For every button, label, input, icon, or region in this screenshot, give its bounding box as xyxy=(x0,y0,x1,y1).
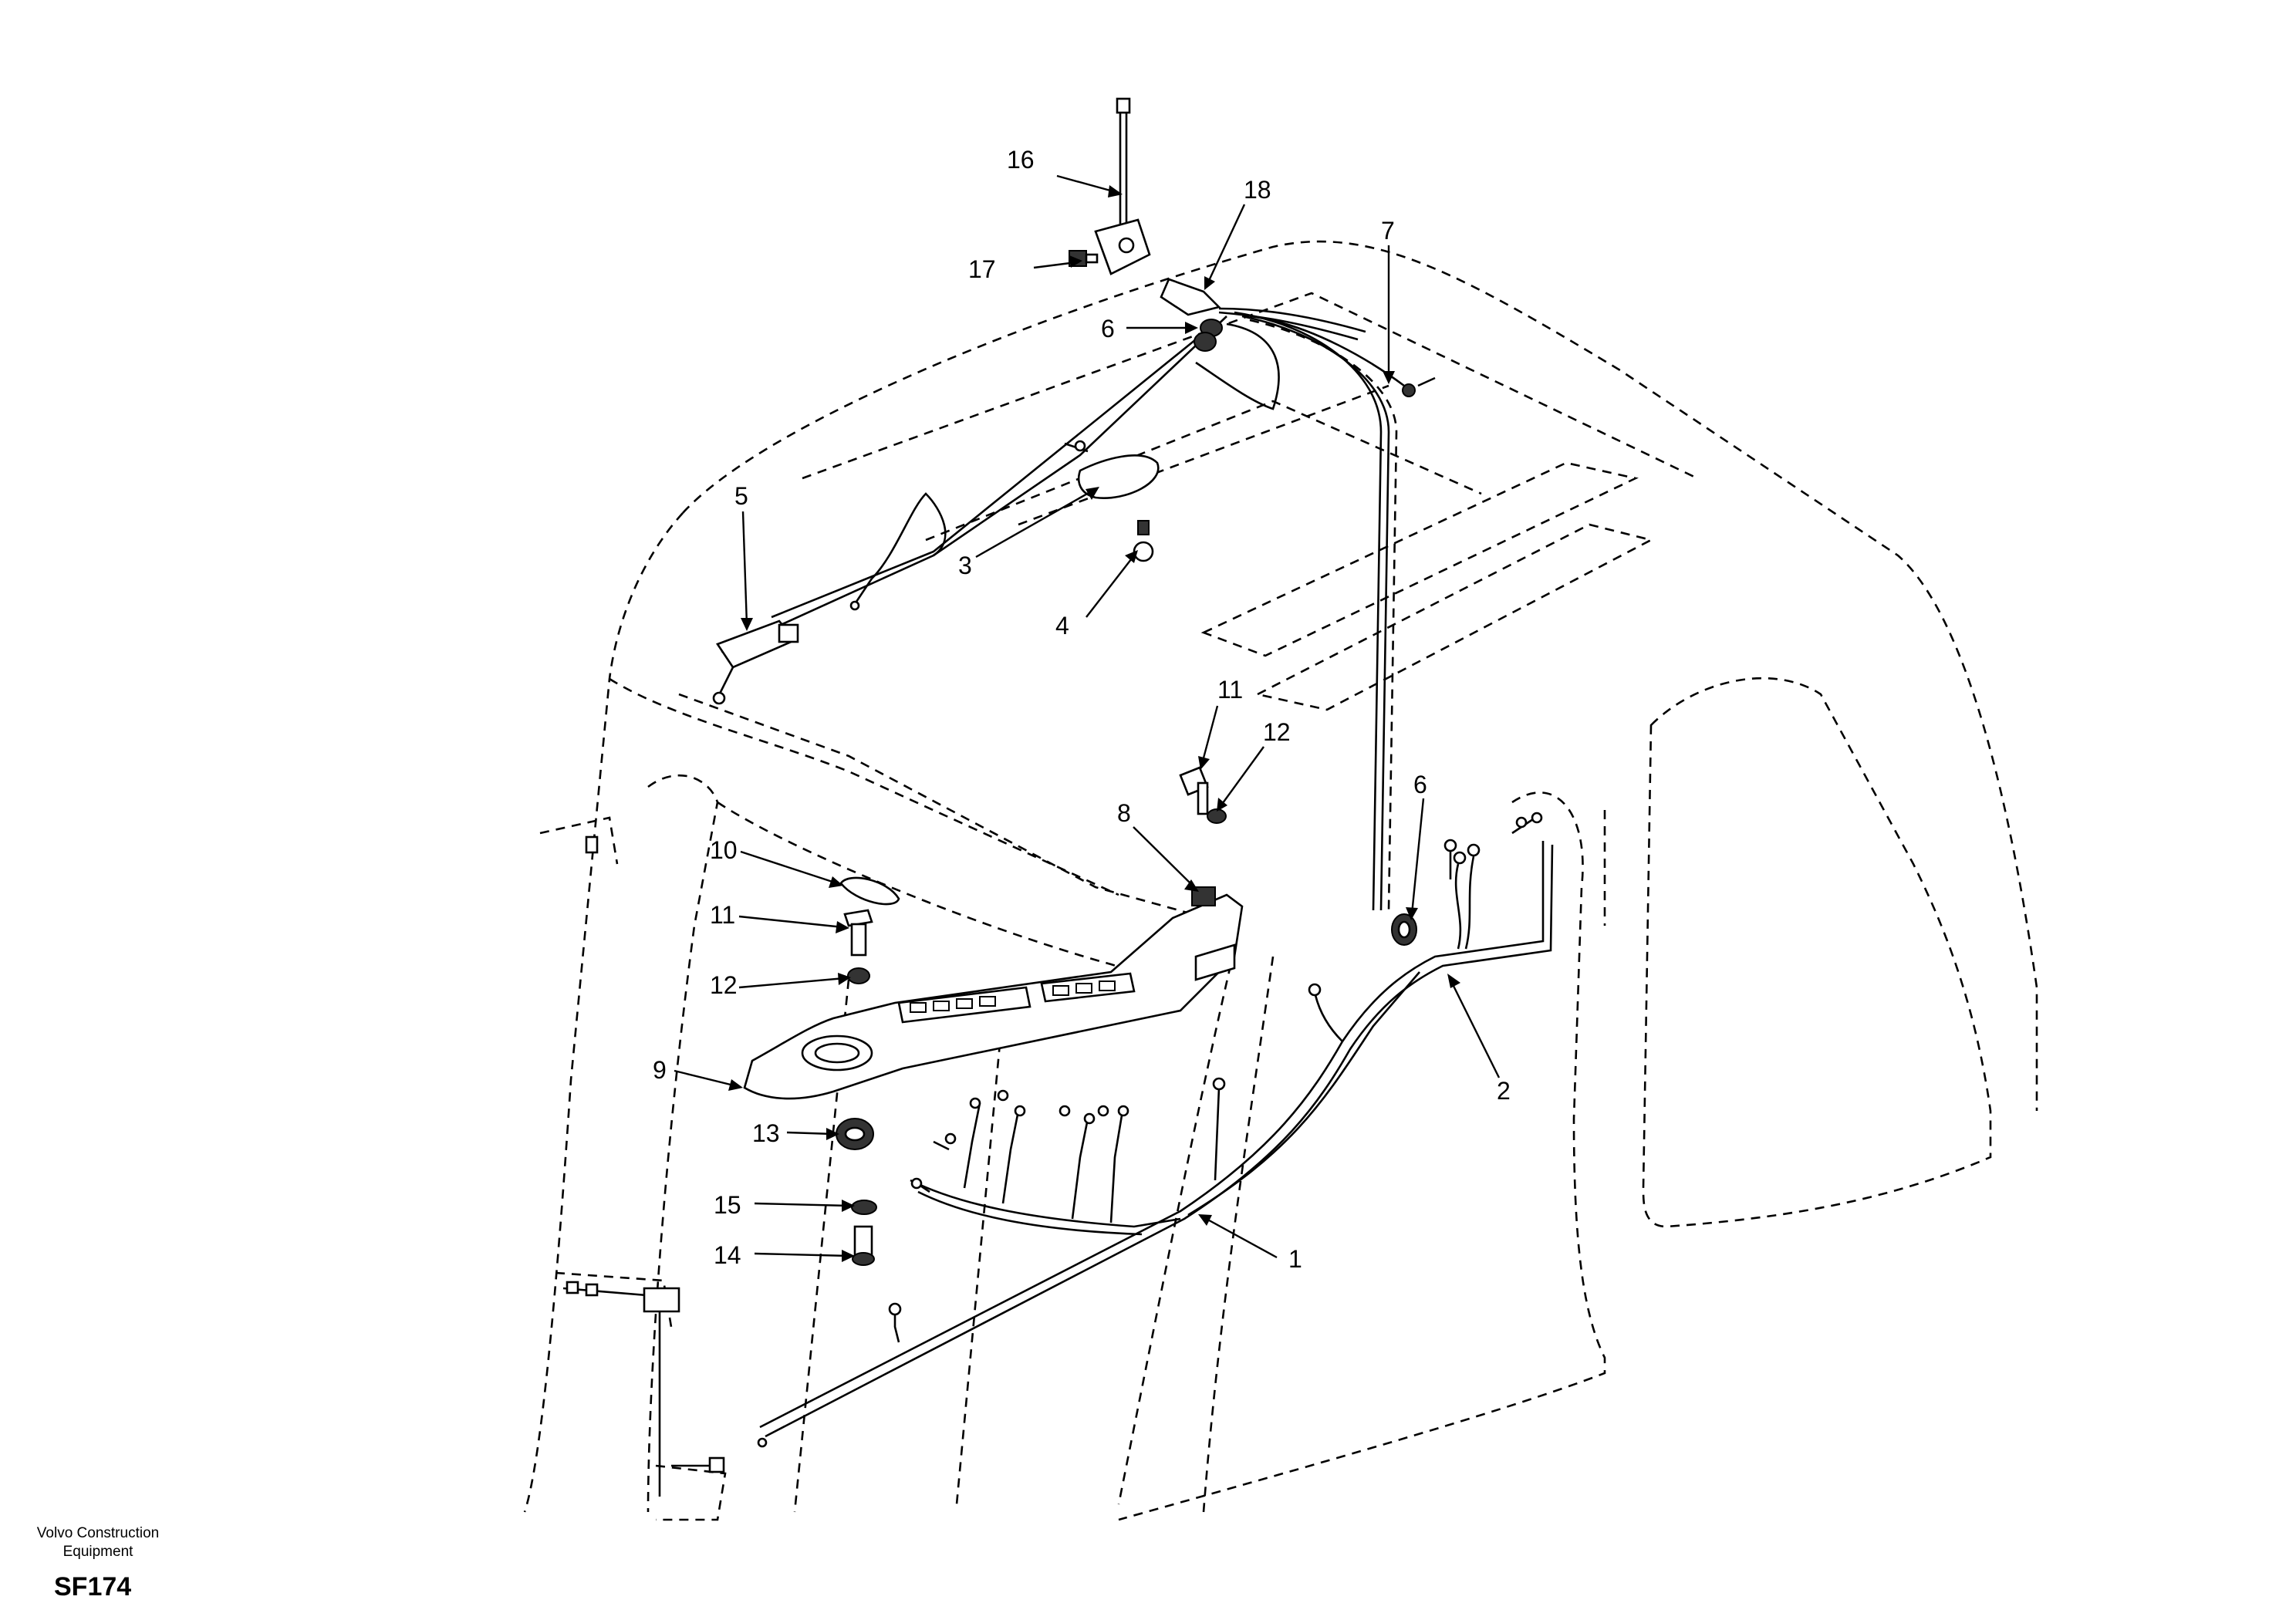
callout-8: 8 xyxy=(1117,799,1131,827)
callout-1: 1 xyxy=(1288,1245,1302,1273)
antenna-assembly xyxy=(1069,97,1366,341)
callout-11a: 11 xyxy=(1217,676,1243,704)
console-assembly xyxy=(743,766,1244,1266)
callout-numbers: 16 17 18 7 6 5 3 4 11 12 8 6 10 11 12 9 … xyxy=(653,146,1511,1273)
brand-line-1: Volvo Construction xyxy=(36,1525,160,1541)
cab-outline xyxy=(523,240,2038,1521)
callout-4: 4 xyxy=(1055,612,1069,640)
hinge-details xyxy=(562,835,725,1497)
callout-2: 2 xyxy=(1497,1077,1511,1105)
callout-5: 5 xyxy=(734,482,748,510)
drawing-code: SF174 xyxy=(54,1572,132,1601)
callout-3: 3 xyxy=(958,552,972,579)
upper-harness xyxy=(712,311,1436,911)
callout-13: 13 xyxy=(752,1119,780,1147)
console-vents xyxy=(910,980,1116,1013)
brand-line-2: Equipment xyxy=(62,1544,133,1560)
callout-18: 18 xyxy=(1244,176,1271,204)
callout-6a: 6 xyxy=(1101,315,1115,343)
callout-14: 14 xyxy=(714,1241,741,1269)
leader-lines xyxy=(674,174,1501,1262)
callout-16: 16 xyxy=(1007,146,1035,174)
brand-label: Volvo Construction Equipment xyxy=(17,1524,179,1561)
callout-7: 7 xyxy=(1381,217,1395,245)
callout-6b: 6 xyxy=(1413,771,1427,798)
callout-15: 15 xyxy=(714,1191,741,1219)
callout-17: 17 xyxy=(968,255,996,283)
lower-harness xyxy=(757,332,1554,1448)
callout-10: 10 xyxy=(710,836,738,864)
callout-12b: 12 xyxy=(710,971,738,999)
callout-11b: 11 xyxy=(710,901,735,929)
callout-12a: 12 xyxy=(1263,718,1291,746)
callout-9: 9 xyxy=(653,1056,667,1084)
